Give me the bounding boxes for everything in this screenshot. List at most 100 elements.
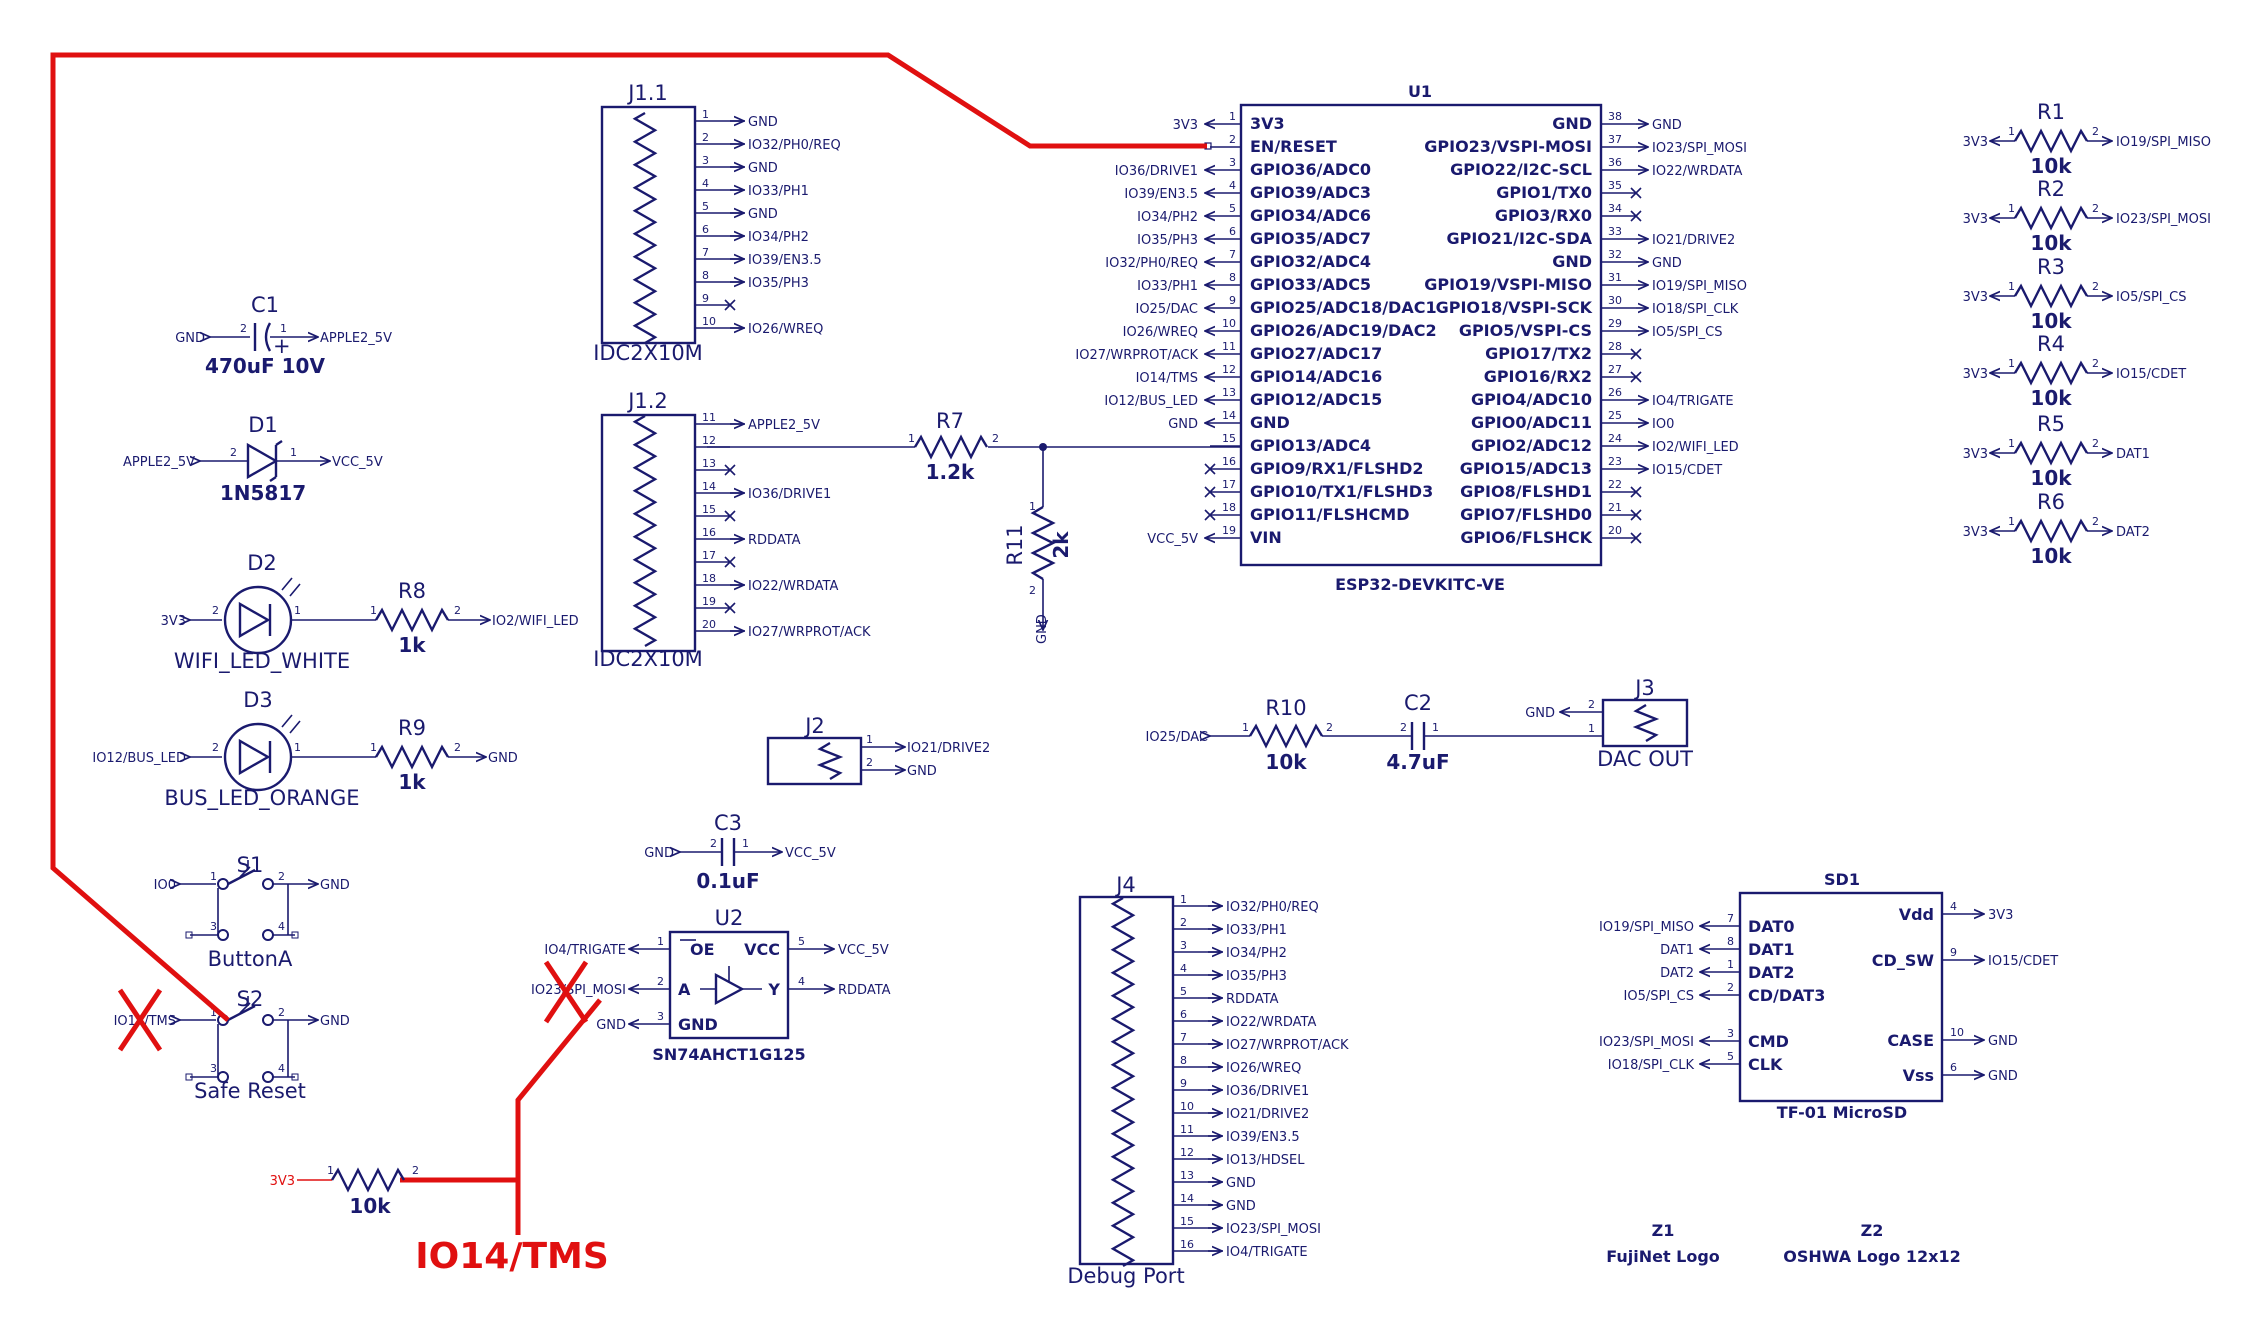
s2-button: IO14/TMS GND 1 2 3 4 S2 Safe Reset [114,987,350,1103]
sd1-net-label: IO15/CDET [1988,954,2058,969]
u1-pin-name: GPIO8/FLSHD1 [1460,482,1592,501]
u1-net-label: IO22/WRDATA [1652,164,1742,179]
sd1-pin-name: CD/DAT3 [1748,986,1825,1005]
j12-pin-number: 11 [702,411,716,424]
u1-pin-number: 2 [1229,133,1236,146]
red-reset-wire [50,52,1207,1022]
u1-pin-name: GPIO25/ADC18/DAC1 [1250,298,1437,317]
d3-value: BUS_LED_ORANGE [164,786,359,811]
pullup-pin1: 1 [2008,515,2015,528]
sd1-net-label: IO23/SPI_MOSI [1599,1035,1694,1050]
u1-net-label: IO32/PH0/REQ [1105,256,1198,271]
u1-pin-name: GPIO39/ADC3 [1250,183,1371,202]
j11-net-label: GND [748,115,778,130]
r7-ref: R7 [936,409,964,433]
d2-led: 3V3 2 1 D2 WIFI_LED_WHITE [161,551,376,674]
j11-pins: 1GND2IO32/PH0/REQ3GND4IO33/PH15GND6IO34/… [632,108,841,345]
u1-net-label: IO19/SPI_MISO [1652,279,1747,294]
pullup-right-net: IO5/SPI_CS [2116,290,2186,305]
u1-pin-number: 24 [1608,432,1622,445]
u1-net-label: IO26/WREQ [1123,325,1198,340]
u1-nc-mark [1204,463,1216,475]
j12-nc-mark [724,464,736,476]
u1-pin-name: GPIO33/ADC5 [1250,275,1371,294]
u1-pin-number: 35 [1608,179,1622,192]
u1-pin-name: GPIO23/VSPI-MOSI [1424,137,1592,156]
s2-right-net: GND [320,1014,350,1029]
j4-ref: J4 [1114,873,1136,897]
j4-debug-port: J4 Debug Port 1IO32/PH0/REQ2IO33/PH13IO3… [1067,873,1349,1288]
u2-pin-number: 3 [657,1010,664,1023]
j11-net-label: IO39/EN3.5 [748,253,822,268]
u2-value: SN74AHCT1G125 [652,1045,805,1064]
r10-pin2: 2 [1326,721,1333,734]
j11-net-label: IO34/PH2 [748,230,809,245]
u1-pin-number: 36 [1608,156,1622,169]
j4-pin-number: 6 [1180,1008,1187,1021]
u2-pin-number: 4 [798,975,805,988]
pullup-ref: R4 [2037,332,2065,356]
c2-value: 4.7uF [1386,750,1449,774]
u1-pin-name: GPIO13/ADC4 [1250,436,1371,455]
u2-net-label: IO23/SPI_MOSI [531,983,626,998]
u1-pin-number: 8 [1229,271,1236,284]
j1-2-connector: J1.2 IDC2X10M 11APPLE2_5V121314IO36/DRIV… [593,389,871,671]
pullup-left-net: 3V3 [1963,367,1988,382]
u1-pin-name: GPIO27/ADC17 [1250,344,1382,363]
r11-pin2: 2 [1029,584,1036,597]
d3-led: IO12/BUS_LED 2 1 D3 BUS_LED_ORANGE [92,688,376,811]
pullup-zigzag [2013,283,2089,309]
sd1-pin-number: 1 [1727,958,1734,971]
s1-value: ButtonA [208,947,293,971]
u1-pin-name: GPIO12/ADC15 [1250,390,1382,409]
pullup-ref: R3 [2037,255,2065,279]
u1-nc-mark [1630,187,1642,199]
j4-pin-number: 13 [1180,1169,1194,1182]
c1-pin1: 1 [280,322,287,335]
sd1-net-label: DAT2 [1660,966,1694,981]
j4-pin-number: 12 [1180,1146,1194,1159]
u1-pin-name: GPIO0/ADC11 [1471,413,1592,432]
pullup-pin1: 1 [2008,125,2015,138]
u1-pin-number: 6 [1229,225,1236,238]
d1-diode: APPLE2_5V VCC_5V 2 1 D1 1N5817 [123,413,383,505]
j2-pin2: 2 [866,756,873,769]
u1-pin-number: 7 [1229,248,1236,261]
u1-net-label: GND [1168,417,1198,432]
red-pullup-value: 10k [349,1194,391,1218]
j4-net-label: RDDATA [1226,992,1279,1007]
pullup-value: 10k [2030,231,2072,255]
j3-dac-out: J3 DAC OUT 2 1 GND [1525,676,1693,771]
c2-pin2: 2 [1400,721,1407,734]
r10-resistor: IO25/DAC 1 2 R10 10k [1145,696,1412,774]
j4-net-label: IO4/TRIGATE [1226,1245,1308,1260]
s1-left-net: IO0 [154,878,176,893]
u1-pin-name: GPIO1/TX0 [1496,183,1592,202]
u1-pin-name: GPIO6/FLSHCK [1460,528,1592,547]
r11-ref: R11 [1003,524,1027,565]
j11-pin-number: 4 [702,177,709,190]
r8-ref: R8 [398,579,426,603]
pullup-pin2: 2 [2092,437,2099,450]
j11-pin-number: 3 [702,154,709,167]
d1-left-net: APPLE2_5V [123,455,195,470]
pullup-right-net: IO23/SPI_MOSI [2116,212,2211,227]
u1-pin-name: GPIO21/I2C-SDA [1446,229,1592,248]
c2-capacitor: 2 1 C2 4.7uF [1386,691,1603,774]
j12-pin-number: 19 [702,595,716,608]
j4-net-label: IO22/WRDATA [1226,1015,1316,1030]
u1-nc-mark [1630,509,1642,521]
u1-net-label: IO12/BUS_LED [1104,394,1198,409]
j12-pins: 11APPLE2_5V121314IO36/DRIVE11516RDDATA17… [632,411,871,648]
u1-net-label: IO18/SPI_CLK [1652,302,1739,317]
u1-net-label: IO0 [1652,417,1674,432]
j4-pin-number: 1 [1180,893,1187,906]
sd1-net-label: GND [1988,1069,2018,1084]
j11-value: IDC2X10M [593,341,703,365]
pullup-right-net: DAT2 [2116,525,2150,540]
j2-connector: J2 1 2 IO21/DRIVE2 GND [766,714,990,786]
sd1-pin-name: Vdd [1899,905,1934,924]
u1-net-label: IO33/PH1 [1137,279,1198,294]
